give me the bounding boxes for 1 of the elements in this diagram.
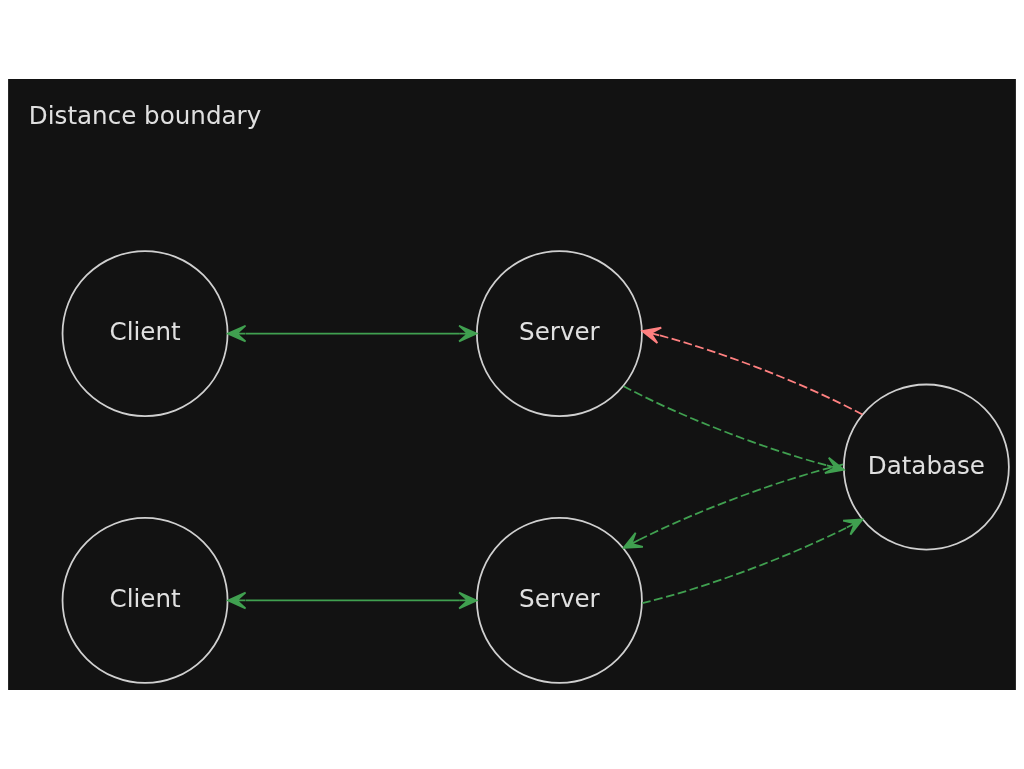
- label: Distance boundary: [28, 101, 262, 131]
